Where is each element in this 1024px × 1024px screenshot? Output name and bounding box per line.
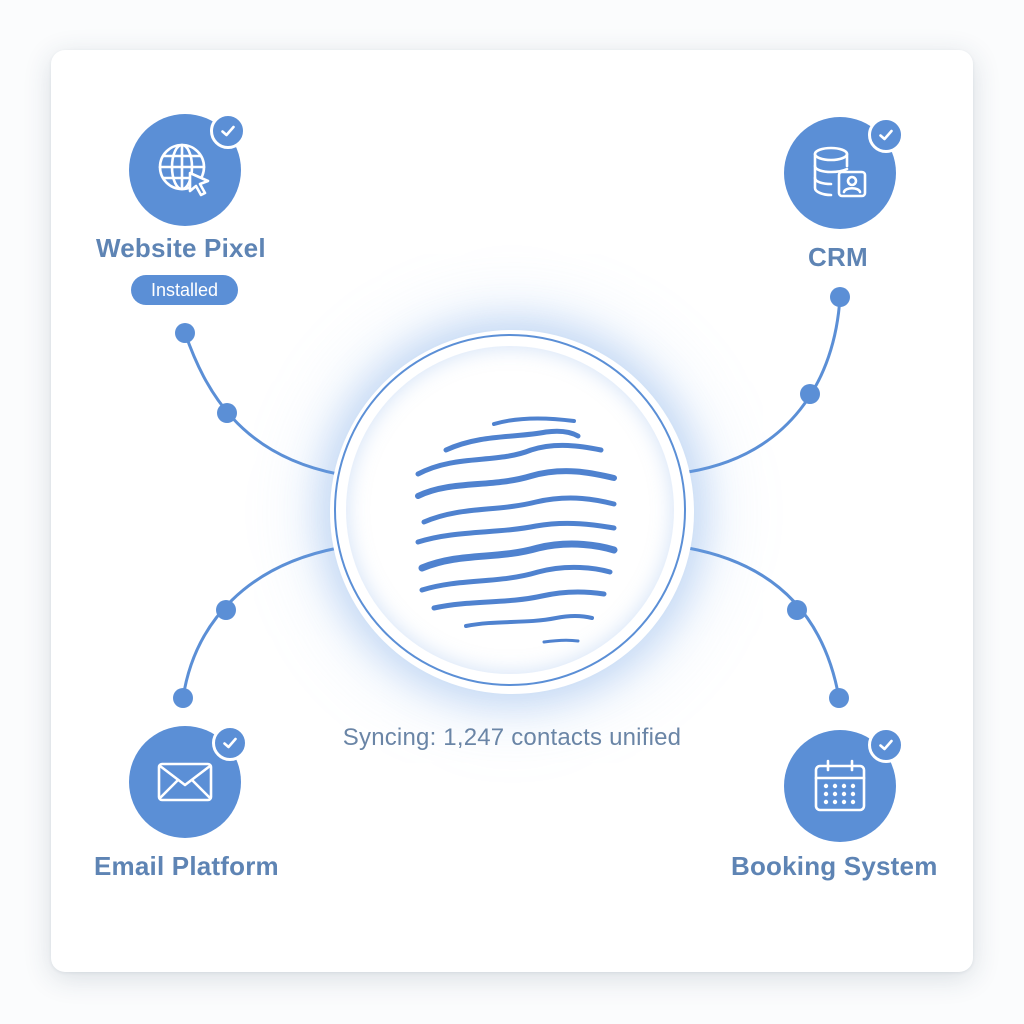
hub-ring xyxy=(334,334,686,686)
connector-dot xyxy=(800,384,820,404)
email-platform-label: Email Platform xyxy=(94,851,279,881)
connected-check-icon xyxy=(212,725,248,761)
connector-dot xyxy=(217,403,237,423)
sync-hub xyxy=(330,330,694,694)
connector-dot xyxy=(216,600,236,620)
connector-crm xyxy=(686,295,842,474)
envelope-icon xyxy=(157,762,213,802)
hub-core xyxy=(346,346,674,674)
installed-badge: Installed xyxy=(131,275,238,305)
connector-dot xyxy=(830,287,850,307)
globe-cursor-icon xyxy=(158,143,210,197)
calendar-icon xyxy=(814,759,866,812)
connected-check-icon xyxy=(210,113,246,149)
connected-check-icon xyxy=(868,117,904,153)
booking-system-label: Booking System xyxy=(731,851,938,881)
crm-label: CRM xyxy=(808,242,868,272)
connector-website-pixel xyxy=(183,331,340,476)
connector-dot xyxy=(173,688,193,708)
connected-check-icon xyxy=(868,727,904,763)
database-contact-icon xyxy=(813,146,867,198)
sync-status-text: Syncing: 1,247 contacts unified xyxy=(342,724,682,751)
website-pixel-label: Website Pixel xyxy=(96,233,266,263)
wave-lines-icon xyxy=(415,416,618,644)
connector-dot xyxy=(175,323,195,343)
connector-booking-system xyxy=(686,546,841,700)
connector-email-platform xyxy=(181,546,340,700)
connector-dot xyxy=(787,600,807,620)
node-crm[interactable] xyxy=(784,117,896,229)
connector-dot xyxy=(829,688,849,708)
